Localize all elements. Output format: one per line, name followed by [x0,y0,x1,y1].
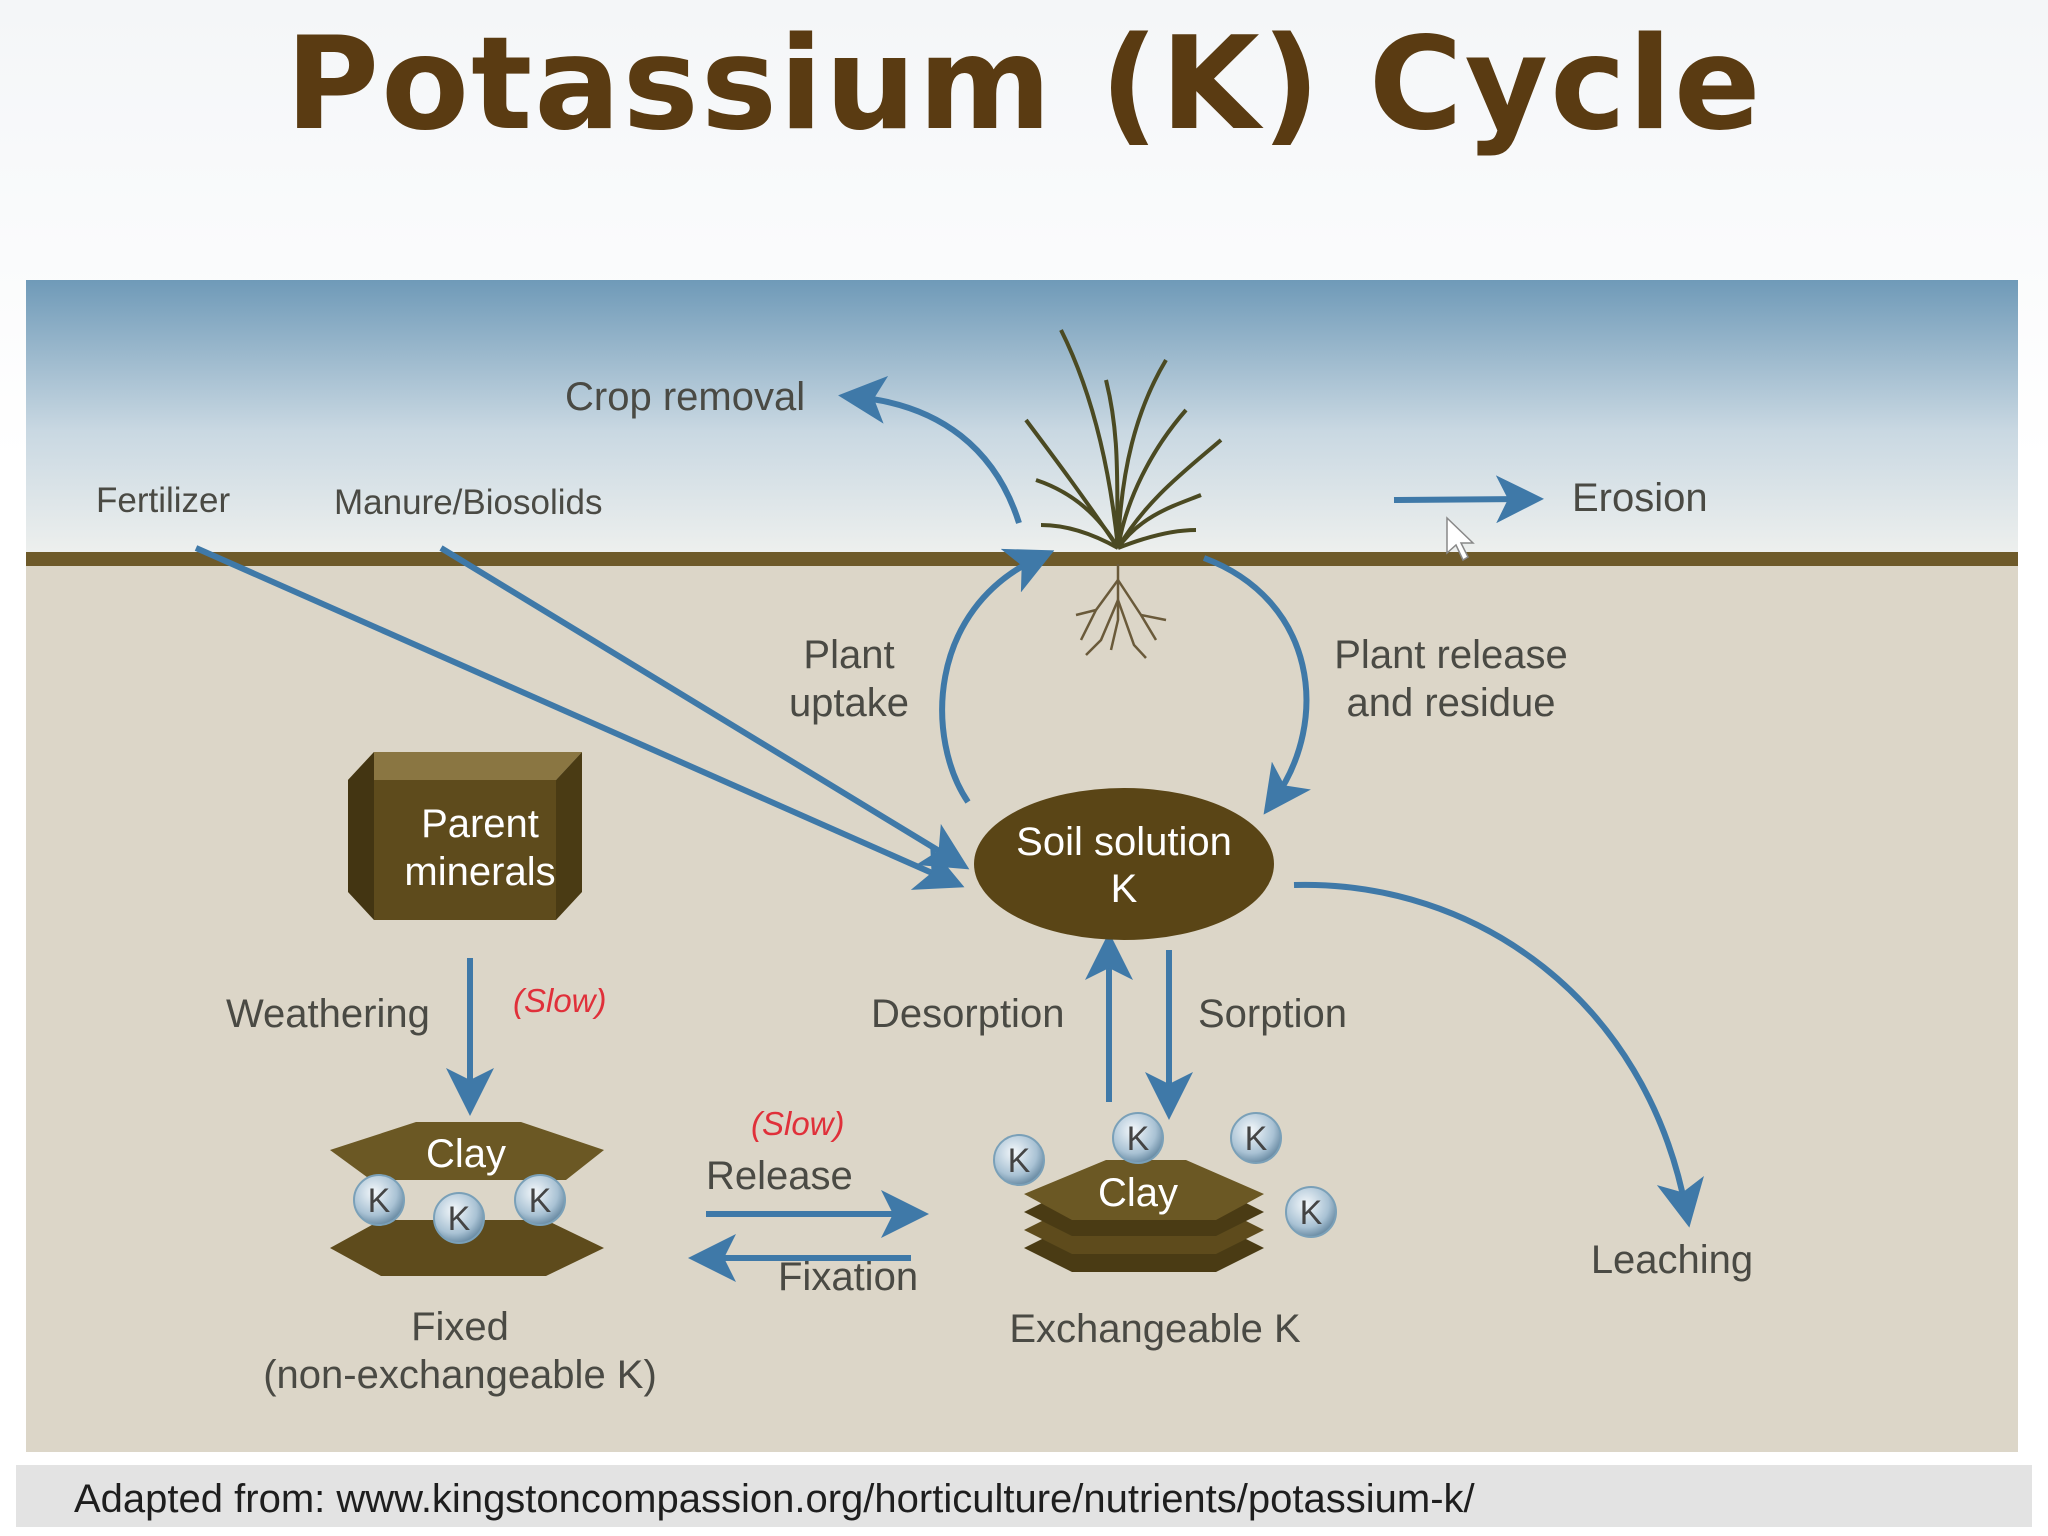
fertilizer-arrow [194,545,965,890]
page-title: Potassium (K) Cycle [285,10,1763,159]
potassium-ion-icon [514,1174,566,1226]
fixed-clay-label: Clay [426,1132,506,1176]
potassium-cycle-diagram: Parent minerals Soil solution K Clay K K… [26,280,2018,1452]
weathering-label: Weathering [226,992,430,1036]
fixed-k-ions [353,1174,566,1244]
parent-minerals-label-1: Parent [421,802,539,846]
cursor-icon [1446,516,1475,562]
exchangeable-label: Exchangeable K [1009,1307,1301,1351]
exch-k-3: K [1245,1120,1268,1158]
leaching-label: Leaching [1591,1238,1753,1282]
exch-k-2: K [1127,1120,1150,1158]
plant-uptake-label-2: uptake [789,681,909,725]
parent-minerals-box [348,752,582,920]
exchangeable-clay-label: Clay [1098,1171,1178,1215]
manure-arrow [439,545,970,870]
plant-release-label-1: Plant release [1334,633,1567,677]
sky [26,280,2018,555]
plant-roots [1075,564,1167,659]
fixation-label: Fixation [778,1255,918,1299]
fixed-k-2: K [448,1200,471,1238]
plant-uptake-label-1: Plant [803,633,894,677]
source-caption: Adapted from: www.kingstoncompassion.org… [74,1477,1475,1521]
fixed-clay-layers [330,1122,604,1276]
potassium-ion-icon [1285,1186,1337,1238]
erosion-arrow [1393,475,1544,524]
fertilizer-label: Fertilizer [96,481,231,520]
desorption-label: Desorption [871,992,1064,1036]
release-slow-label: (Slow) [751,1105,845,1142]
fixed-label-2: (non-exchangeable K) [263,1353,657,1397]
potassium-ion-icon [993,1134,1045,1186]
erosion-label: Erosion [1572,476,1708,520]
soil-solution-node [974,788,1274,940]
plant-icon [1024,329,1223,550]
sorption-label: Sorption [1198,992,1347,1036]
source-caption-bar: Adapted from: www.kingstoncompassion.org… [16,1465,2032,1527]
potassium-ion-icon [1230,1112,1282,1164]
potassium-ion-icon [433,1192,485,1244]
release-label: Release [706,1154,853,1198]
exch-k-1: K [1008,1142,1031,1180]
exchangeable-k-ions [993,1112,1337,1238]
soil-solution-label-1: Soil solution [1016,820,1232,864]
plant-uptake-arrow [939,548,1055,804]
crop-removal-arrow [838,375,1022,524]
fixed-k-3: K [529,1182,552,1220]
fixed-label-1: Fixed [411,1305,509,1349]
parent-minerals-label-2: minerals [404,850,555,894]
leaching-arrow [1293,881,1704,1228]
exchangeable-clay-stack [1024,1160,1264,1272]
weathering-slow-label: (Slow) [513,982,607,1019]
crop-removal-label: Crop removal [565,375,805,419]
potassium-ion-icon [353,1174,405,1226]
potassium-ion-icon [1112,1112,1164,1164]
plant-release-label-2: and residue [1346,681,1555,725]
plant-release-arrow [1202,555,1311,815]
manure-label: Manure/Biosolids [334,483,602,522]
soil-solution-label-2: K [1111,867,1138,911]
soil [26,552,2018,1452]
fixed-k-1: K [368,1182,391,1220]
exch-k-4: K [1300,1194,1323,1232]
